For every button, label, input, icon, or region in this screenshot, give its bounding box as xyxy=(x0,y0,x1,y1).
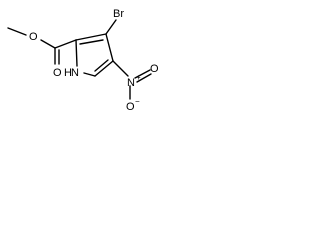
atom-ester-oxygen-single: O xyxy=(29,31,38,43)
bond-ring-bromine xyxy=(105,19,117,35)
bond-nitro-oxygen-top-2 xyxy=(136,73,152,83)
bond-oxygen-carbonyl xyxy=(40,39,56,49)
atom-ester-oxygen-double: O xyxy=(53,67,62,79)
atom-bromine: Br xyxy=(113,8,124,20)
bond-ring-c4-c5 xyxy=(94,60,114,77)
bond-methyl-oxygen xyxy=(7,27,27,36)
bond-ring-nitro xyxy=(112,60,129,77)
bond-ring-c2-c3 xyxy=(75,33,107,41)
atom-ring-nitrogen: N xyxy=(71,67,79,79)
atom-nitro-plus-charge: + xyxy=(136,73,141,82)
bond-ring-c5-n xyxy=(83,72,96,77)
atom-nitro-minus-charge: − xyxy=(135,97,140,106)
bond-nitro-oxygen-top-1 xyxy=(134,69,151,79)
atom-ring-hydrogen: H xyxy=(64,67,72,79)
atom-nitro-nitrogen: N xyxy=(127,77,135,89)
bond-ring-c2-c3-inner xyxy=(79,39,104,45)
bond-carbonyl-ring xyxy=(54,39,77,49)
bond-ring-c4-c5-inner xyxy=(94,59,109,72)
atom-nitro-oxygen-top: O xyxy=(150,63,159,75)
atom-nitro-oxygen-bottom: O xyxy=(126,101,135,113)
bond-ring-n-c2 xyxy=(75,39,78,67)
bond-ring-c3-c4 xyxy=(105,33,114,62)
molecule-structure: O O Br N H N + O O − xyxy=(7,8,159,113)
